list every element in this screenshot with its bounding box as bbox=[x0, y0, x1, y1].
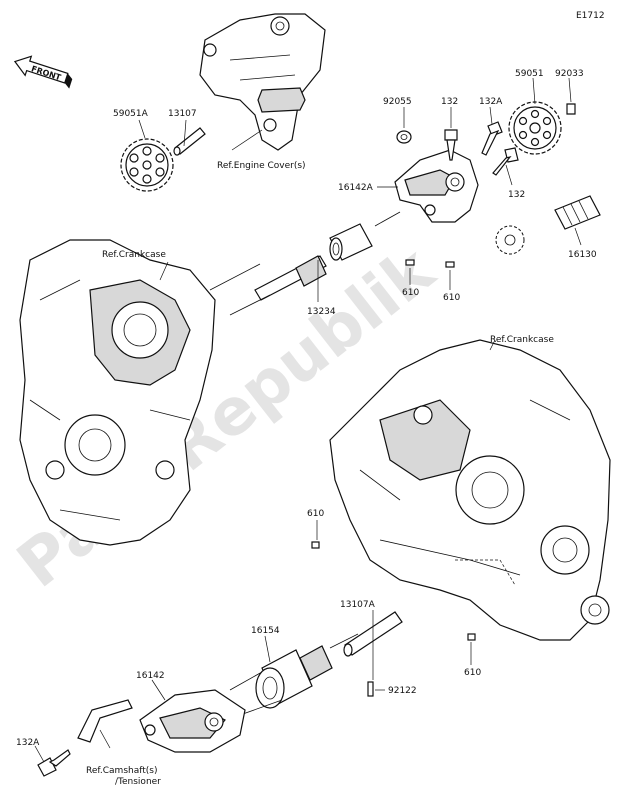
shaft-13234 bbox=[209, 211, 401, 316]
label-92033: 92033 bbox=[555, 69, 584, 79]
oil-pump-16142A bbox=[394, 149, 479, 223]
rotor-16154 bbox=[229, 633, 359, 716]
label-610-d: 610 bbox=[464, 668, 481, 678]
ref-camshaft-tensioner: /Tensioner bbox=[115, 777, 161, 787]
label-16154: 16154 bbox=[251, 626, 280, 636]
dowel-pin-610-a bbox=[405, 259, 415, 266]
label-92122: 92122 bbox=[388, 686, 417, 696]
label-13234: 13234 bbox=[307, 307, 336, 317]
label-610-a: 610 bbox=[402, 288, 419, 298]
label-610-c: 610 bbox=[307, 509, 324, 519]
gear-59051 bbox=[508, 101, 562, 155]
label-610-b: 610 bbox=[443, 293, 460, 303]
label-59051: 59051 bbox=[515, 69, 544, 79]
dowel-pin-610-b bbox=[445, 261, 455, 268]
label-132A-bottom: 132A bbox=[16, 738, 40, 748]
dowel-pin-610-d bbox=[467, 633, 476, 641]
crankcase-right-illustration bbox=[329, 339, 611, 641]
ref-crankcase-right: Ref.Crankcase bbox=[490, 335, 554, 345]
bolt-132A-bottom bbox=[37, 749, 71, 777]
diagram-code: E1712 bbox=[576, 11, 605, 21]
label-16142: 16142 bbox=[136, 671, 165, 681]
washer-92055 bbox=[396, 130, 412, 144]
label-13107A: 13107A bbox=[340, 600, 376, 610]
bolt-132-a bbox=[444, 129, 458, 161]
label-16142A: 16142A bbox=[338, 183, 374, 193]
dowel-pin-610-c bbox=[311, 541, 320, 549]
shaft-13107A bbox=[343, 611, 403, 657]
label-132A-top: 132A bbox=[479, 97, 503, 107]
shaft-13107 bbox=[173, 127, 206, 156]
camshaft-bracket-illustration bbox=[77, 699, 133, 743]
crankcase-left-illustration bbox=[19, 239, 216, 546]
label-59051A: 59051A bbox=[113, 109, 149, 119]
bolt-132A-top bbox=[481, 121, 503, 156]
gear-59051A bbox=[120, 138, 174, 192]
circlip-92033 bbox=[566, 103, 576, 115]
pin-92122 bbox=[367, 681, 374, 697]
label-16130: 16130 bbox=[568, 250, 597, 260]
bolt-132-b bbox=[492, 147, 519, 176]
label-13107: 13107 bbox=[168, 109, 197, 119]
label-132-b: 132 bbox=[508, 190, 525, 200]
fitting-16130 bbox=[495, 195, 601, 255]
front-arrow-icon: FRONT bbox=[13, 55, 73, 89]
engine-cover-illustration bbox=[199, 13, 326, 151]
ref-camshaft: Ref.Camshaft(s) bbox=[86, 766, 158, 776]
ref-crankcase-left: Ref.Crankcase bbox=[102, 250, 166, 260]
leader-lines bbox=[34, 77, 582, 763]
label-132-a: 132 bbox=[441, 97, 458, 107]
pump-body-16142 bbox=[139, 689, 246, 753]
ref-engine-cover: Ref.Engine Cover(s) bbox=[217, 161, 306, 171]
label-92055: 92055 bbox=[383, 97, 412, 107]
